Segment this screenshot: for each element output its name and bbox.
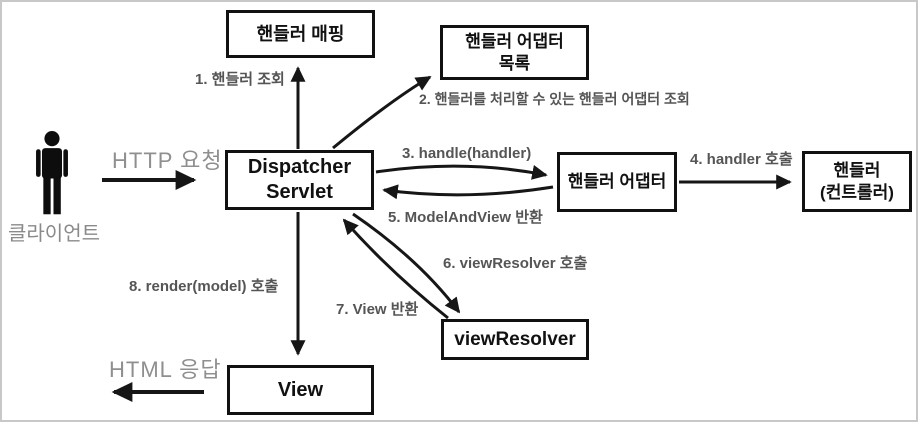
view-resolver-node: viewResolver — [441, 319, 589, 360]
arrow-step6-viewresolver-call — [352, 212, 461, 314]
arrow-step7-view-return — [342, 218, 449, 320]
step3-label: 3. handle(handler) — [402, 145, 532, 162]
step5-label: 5. ModelAndView 반환 — [388, 209, 543, 226]
arrow-step3-handle — [375, 164, 548, 180]
arrow-step5-modelandview-return — [382, 184, 554, 200]
handler-controller-node: 핸들러 (컨트롤러) — [802, 151, 912, 212]
handler-controller-line1: 핸들러 — [833, 161, 881, 181]
dispatcher-servlet-line2: Servlet — [266, 181, 333, 203]
dispatcher-servlet-node: Dispatcher Servlet — [225, 150, 374, 210]
step2-label: 2. 핸들러를 처리할 수 있는 핸들러 어댑터 조회 — [419, 91, 690, 107]
step7-label: 7. View 반환 — [336, 301, 419, 318]
step6-label: 6. viewResolver 호출 — [443, 255, 588, 272]
step8-label: 8. render(model) 호출 — [129, 278, 279, 295]
http-request-label: HTTP 요청 — [112, 148, 223, 173]
step1-label: 1. 핸들러 조회 — [195, 71, 285, 88]
arrow-step2-adapter-lookup — [332, 75, 432, 150]
handler-adapter-node: 핸들러 어댑터 — [557, 152, 677, 212]
handler-adapter-list-line2: 목록 — [498, 53, 531, 73]
handler-adapter-text: 핸들러 어댑터 — [567, 172, 667, 192]
view-text: View — [277, 378, 324, 401]
view-resolver-text: viewResolver — [454, 328, 576, 350]
html-response-label: HTML 응답 — [109, 357, 222, 382]
step4-label: 4. handler 호출 — [690, 151, 793, 168]
handler-mapping-text: 핸들러 매핑 — [256, 23, 345, 44]
view-node: View — [227, 365, 374, 415]
handler-mapping-node: 핸들러 매핑 — [226, 10, 375, 58]
handler-adapter-list-line1: 핸들러 어댑터 — [465, 32, 564, 52]
dispatcher-servlet-line1: Dispatcher — [247, 156, 352, 178]
person-icon — [36, 131, 68, 215]
client-label: 클라이언트 — [8, 223, 100, 245]
handler-controller-line2: (컨트롤러) — [820, 182, 894, 202]
handler-adapter-list-node: 핸들러 어댑터 목록 — [440, 25, 589, 80]
